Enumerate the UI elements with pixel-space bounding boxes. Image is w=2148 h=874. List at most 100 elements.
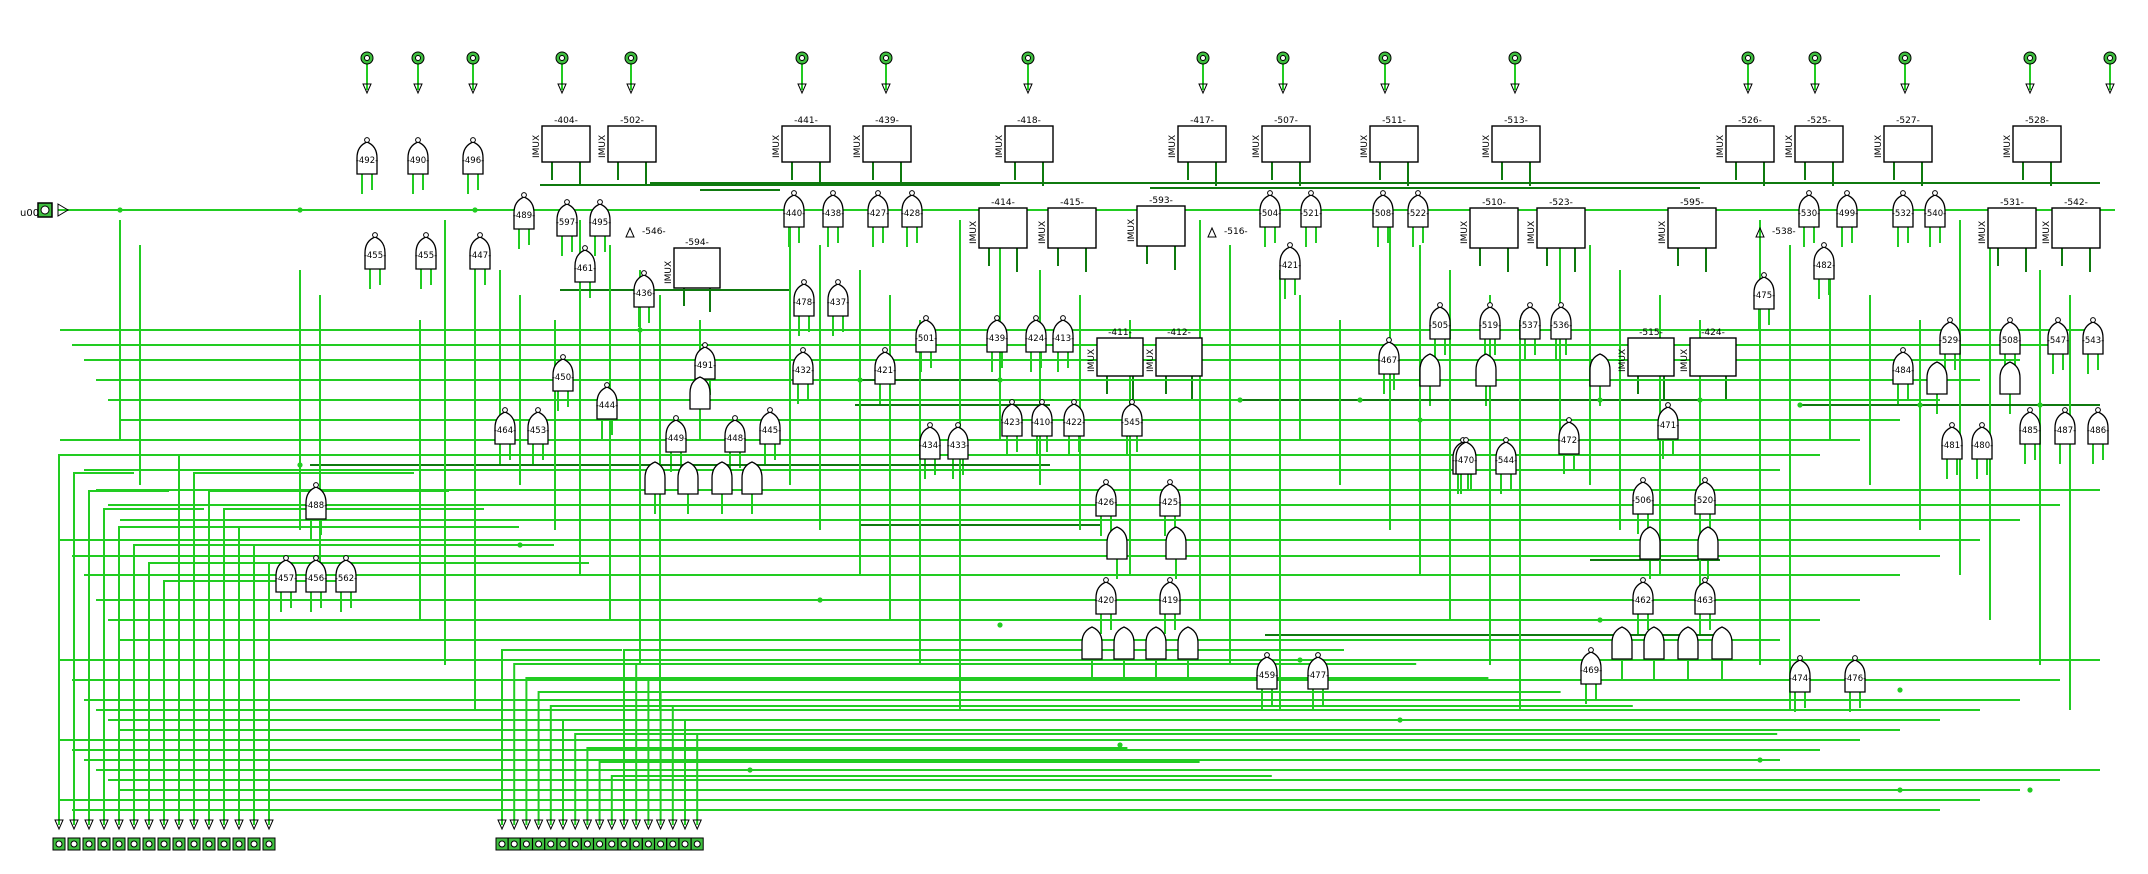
side-label: -538- xyxy=(1772,227,1796,237)
logic-gate xyxy=(1639,526,1661,560)
output-pin-core xyxy=(632,840,640,848)
mux-prefix: IMUX xyxy=(1087,349,1097,372)
gate-bubble xyxy=(830,190,836,196)
buffer-symbol xyxy=(1278,83,1288,95)
gate-label: -487- xyxy=(2054,426,2076,436)
buffer-symbol xyxy=(114,819,124,831)
mux-prefix: IMUX xyxy=(853,135,863,158)
buffer-symbol xyxy=(582,819,593,831)
gate-label: -440- xyxy=(783,209,805,219)
buffer-symbol xyxy=(557,83,567,95)
gate-label: -464- xyxy=(494,426,516,436)
mux-prefix: IMUX xyxy=(1874,135,1884,158)
gate-label: -522- xyxy=(1407,209,1429,219)
gate-label: -432- xyxy=(792,366,814,376)
imux-block xyxy=(1004,125,1054,163)
gate-label: -544- xyxy=(1495,456,1517,466)
output-pin-core xyxy=(596,840,604,848)
logic-gate xyxy=(1113,626,1135,660)
buffer-symbol xyxy=(570,819,580,831)
buffer-symbol xyxy=(643,819,654,831)
gate-bubble xyxy=(1415,190,1421,196)
imux-block xyxy=(673,247,721,289)
gate-bubble xyxy=(1264,652,1270,658)
gate-bubble xyxy=(1900,347,1906,353)
gate-bubble xyxy=(767,407,773,413)
gate-bubble xyxy=(1702,577,1708,583)
gate-label: -504- xyxy=(1259,209,1281,219)
wire xyxy=(501,649,622,825)
output-pin-core xyxy=(235,840,243,848)
buffer-symbol xyxy=(234,819,244,831)
output-pin-core xyxy=(190,840,198,848)
mux-label: -513- xyxy=(1504,116,1528,126)
wire xyxy=(103,508,204,825)
wire xyxy=(537,691,839,825)
gate-bubble xyxy=(909,190,915,196)
imux-block xyxy=(978,207,1028,249)
imux-block xyxy=(541,125,591,163)
gate-label: -448- xyxy=(724,434,746,444)
gate-bubble xyxy=(477,232,483,238)
wire-junction xyxy=(1117,742,1123,748)
gate-label: -597- xyxy=(556,218,578,228)
gate-label: -484- xyxy=(1892,366,1914,376)
imux-block xyxy=(1047,207,1097,249)
mux-label: -525- xyxy=(1807,116,1831,126)
output-pin-core xyxy=(250,840,258,848)
wire xyxy=(598,761,1200,825)
output-pin-core xyxy=(115,840,123,848)
mux-prefix: IMUX xyxy=(1360,135,1370,158)
gate-label: -495- xyxy=(589,218,611,228)
gate-label: -506- xyxy=(1632,496,1654,506)
mux-prefix: IMUX xyxy=(1168,135,1178,158)
gate-label: -455- xyxy=(364,251,386,261)
buffer-symbol xyxy=(631,819,641,831)
output-pin-core xyxy=(522,840,530,848)
mux-label: -507- xyxy=(1274,116,1298,126)
gate-bubble xyxy=(1267,190,1273,196)
input-pin-u00[interactable]: u00 xyxy=(20,202,53,219)
imux-block xyxy=(1987,207,2037,249)
buffer-symbol xyxy=(619,819,629,831)
buffer-symbol xyxy=(533,819,544,831)
buffer-symbol xyxy=(2105,83,2115,95)
mux-label: -526- xyxy=(1738,116,1762,126)
wire xyxy=(623,649,1344,825)
output-pin-core xyxy=(1200,55,1206,61)
wire-junction xyxy=(1417,417,1423,423)
output-pin-core xyxy=(220,840,228,848)
buffer-symbol xyxy=(264,819,274,831)
mux-label: -415- xyxy=(1060,198,1084,208)
gate-bubble xyxy=(564,199,570,205)
imux-block xyxy=(1667,207,1717,249)
buffer-symbol xyxy=(558,819,568,831)
imux-block xyxy=(1491,125,1541,163)
mux-label: -594- xyxy=(685,238,709,248)
gate-bubble xyxy=(313,555,319,561)
gate-bubble xyxy=(560,354,566,360)
gate-label: -545- xyxy=(1121,418,1143,428)
buffer-symbol xyxy=(362,83,372,95)
imux-block xyxy=(1794,125,1844,163)
wire xyxy=(73,472,134,825)
imux-block xyxy=(862,125,912,163)
output-pin-core xyxy=(1382,55,1388,61)
imux-block xyxy=(1536,207,1586,249)
gate-label: -413- xyxy=(1052,334,1074,344)
output-pin-core xyxy=(130,840,138,848)
gate-label: -508- xyxy=(1999,336,2021,346)
wire xyxy=(513,663,695,825)
output-pin-core xyxy=(1512,55,1518,61)
buffer-symbol xyxy=(144,819,154,831)
mux-label: -417- xyxy=(1190,116,1214,126)
gate-bubble xyxy=(521,192,527,198)
gate-bubble xyxy=(1103,577,1109,583)
gate-bubble xyxy=(1527,302,1533,308)
wire xyxy=(253,544,554,825)
gate-bubble xyxy=(1039,399,1045,405)
mux-label: -595- xyxy=(1680,198,1704,208)
wire-junction xyxy=(1597,397,1603,403)
gate-bubble xyxy=(875,190,881,196)
